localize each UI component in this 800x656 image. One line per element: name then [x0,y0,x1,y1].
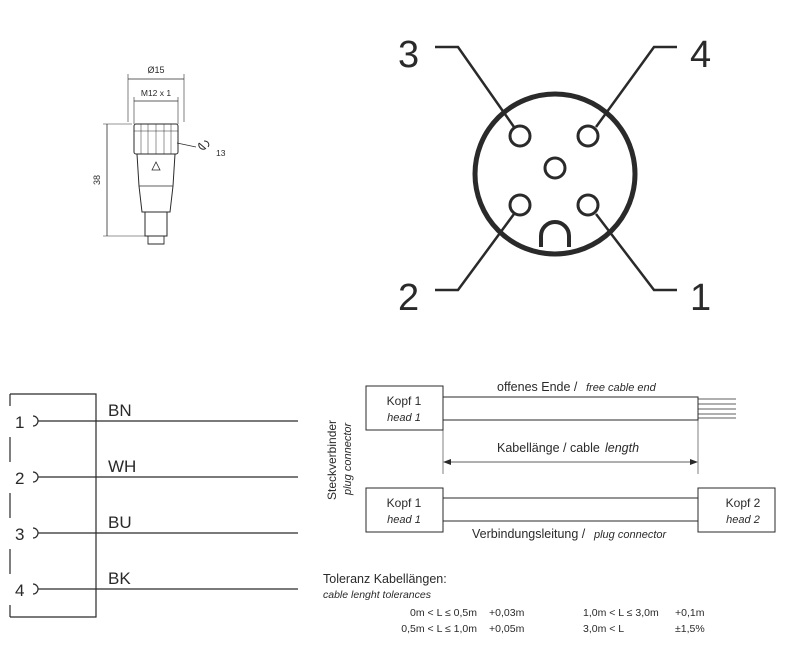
tolerance-range: 0,5m < L ≤ 1,0m [401,623,477,635]
tolerance-title-de: Toleranz Kabellängen: [323,572,447,586]
triangle-marker-icon [151,161,161,171]
tolerance-range: 0m < L ≤ 0,5m [410,607,477,619]
tolerance-value: +0,03m [489,607,525,619]
tolerance-range: 3,0m < L [583,623,624,635]
pin-1 [576,193,600,217]
contact-socket-icon [32,415,39,427]
length-label: 38 [92,175,102,185]
leader-3 [435,45,516,128]
pin-number: 1 [15,413,24,432]
pin-face-view: 3 4 2 1 [398,34,711,319]
pin-number-label: 2 [398,277,419,319]
head-1-box [365,385,444,431]
contact-socket-icon [32,527,39,539]
contact-socket-icon [32,583,39,595]
leader-4 [594,45,677,128]
tolerance-title-en: cable lenght tolerances [323,589,432,601]
pin-5-center [543,156,567,180]
cable-length-label-en: length [605,441,639,455]
wire-row: 1 BN [15,401,298,432]
pin-number-label: 1 [690,277,711,319]
tolerance-value: ±1,5% [675,623,705,635]
free-end-label-de: offenes Ende / [497,380,578,394]
head-1-box-bottom [365,487,444,533]
tolerance-range: 1,0m < L ≤ 3,0m [583,607,659,619]
head-2-label-de: Kopf 2 [726,496,761,510]
wrench-size-label: 13 [216,148,226,158]
cable-assembly-diagram: Steckverbinder plug connector Kopf 1 hea… [325,380,776,541]
head-1-label-de: Kopf 1 [387,394,422,408]
head-2-label-en: head 2 [726,514,760,526]
connector-face-outline [472,91,638,257]
wire-row: 4 BK [15,569,298,600]
pin-number-label: 4 [690,34,711,76]
wire-row: 3 BU [15,513,298,544]
wrench-icon [198,140,210,150]
head-2-box [697,487,776,533]
tolerance-value: +0,1m [675,607,705,619]
wiring-schematic: 1 BN 2 WH 3 BU 4 BK [9,393,298,618]
wire-color: BN [108,401,132,420]
leader-1 [595,213,677,292]
pin-3 [508,124,532,148]
pin-number: 3 [15,525,24,544]
connection-cable [443,497,698,522]
tolerance-value: +0,05m [489,623,525,635]
head-1-label-en: head 1 [387,514,421,526]
coding-key [539,220,571,247]
connection-label-de: Verbindungsleitung / [472,527,586,541]
head-1-label-de: Kopf 1 [387,496,422,510]
diameter-label: Ø15 [147,65,164,75]
wire-row: 2 WH [15,457,298,488]
pin-number: 2 [15,469,24,488]
free-cable [443,396,699,421]
free-end-label-en: free cable end [586,382,657,394]
pin-number: 4 [15,581,24,600]
head-1-label-en: head 1 [387,412,421,424]
pin-4 [576,124,600,148]
wire-color: BU [108,513,132,532]
thread-label: M12 x 1 [141,88,172,98]
connection-label-en: plug connector [593,529,667,541]
connector-housing [10,393,97,618]
tolerance-table: Toleranz Kabellängen: cable lenght toler… [323,572,705,635]
side-label-en: plug connector [342,422,354,496]
pin-number-label: 3 [398,34,419,76]
cable-stub [144,212,168,237]
arrow-left-icon [443,459,451,465]
contact-socket-icon [32,471,39,483]
pin-2 [508,193,532,217]
wire-color: WH [108,457,136,476]
arrow-right-icon [690,459,698,465]
wire-color: BK [108,569,131,588]
leader-2 [435,213,516,292]
side-label-de: Steckverbinder [325,420,339,500]
cable-length-label-de: Kabellänge / cable [497,441,600,455]
connector-side-view: Ø15 M12 x 1 38 13 [92,65,226,245]
